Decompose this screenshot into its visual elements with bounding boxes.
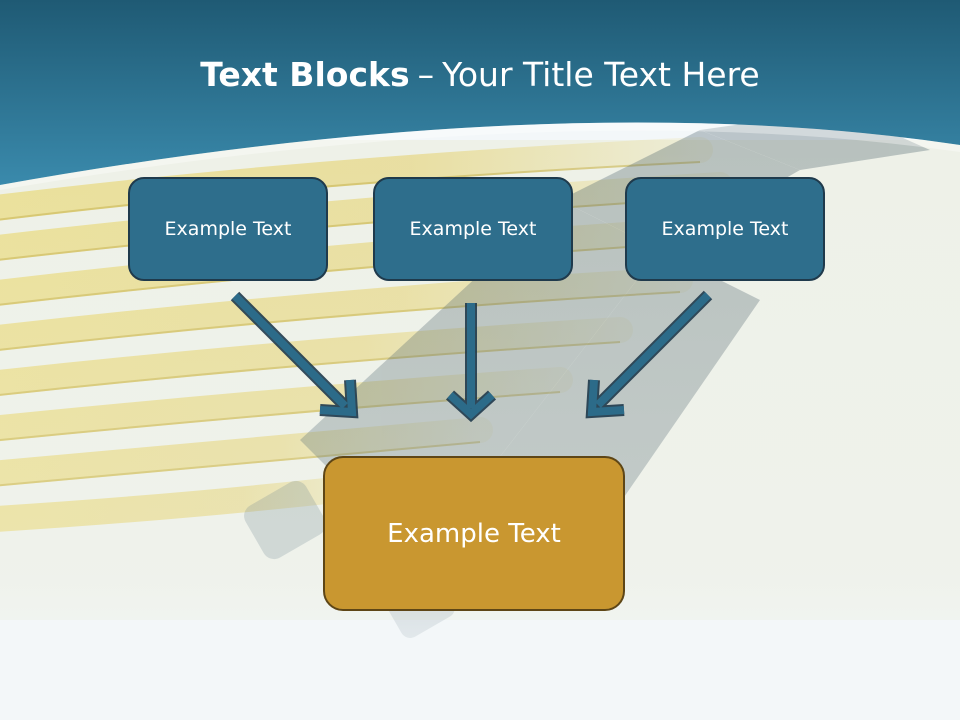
- text-block-right-label: Example Text: [661, 218, 789, 240]
- text-block-center-label: Example Text: [409, 218, 537, 240]
- text-block-bottom-label: Example Text: [387, 518, 561, 549]
- slide-title: Text Blocks–Your Title Text Here: [0, 52, 960, 98]
- text-block-center[interactable]: Example Text: [373, 177, 573, 281]
- text-block-bottom[interactable]: Example Text: [323, 456, 625, 611]
- text-block-left-label: Example Text: [164, 218, 292, 240]
- title-bold: Text Blocks: [200, 55, 410, 94]
- title-dash: –: [417, 55, 435, 94]
- text-block-left[interactable]: Example Text: [128, 177, 328, 281]
- title-rest: Your Title Text Here: [442, 55, 760, 94]
- header-band: [0, 0, 960, 185]
- header-curve-highlight: [0, 122, 960, 190]
- text-block-right[interactable]: Example Text: [625, 177, 825, 281]
